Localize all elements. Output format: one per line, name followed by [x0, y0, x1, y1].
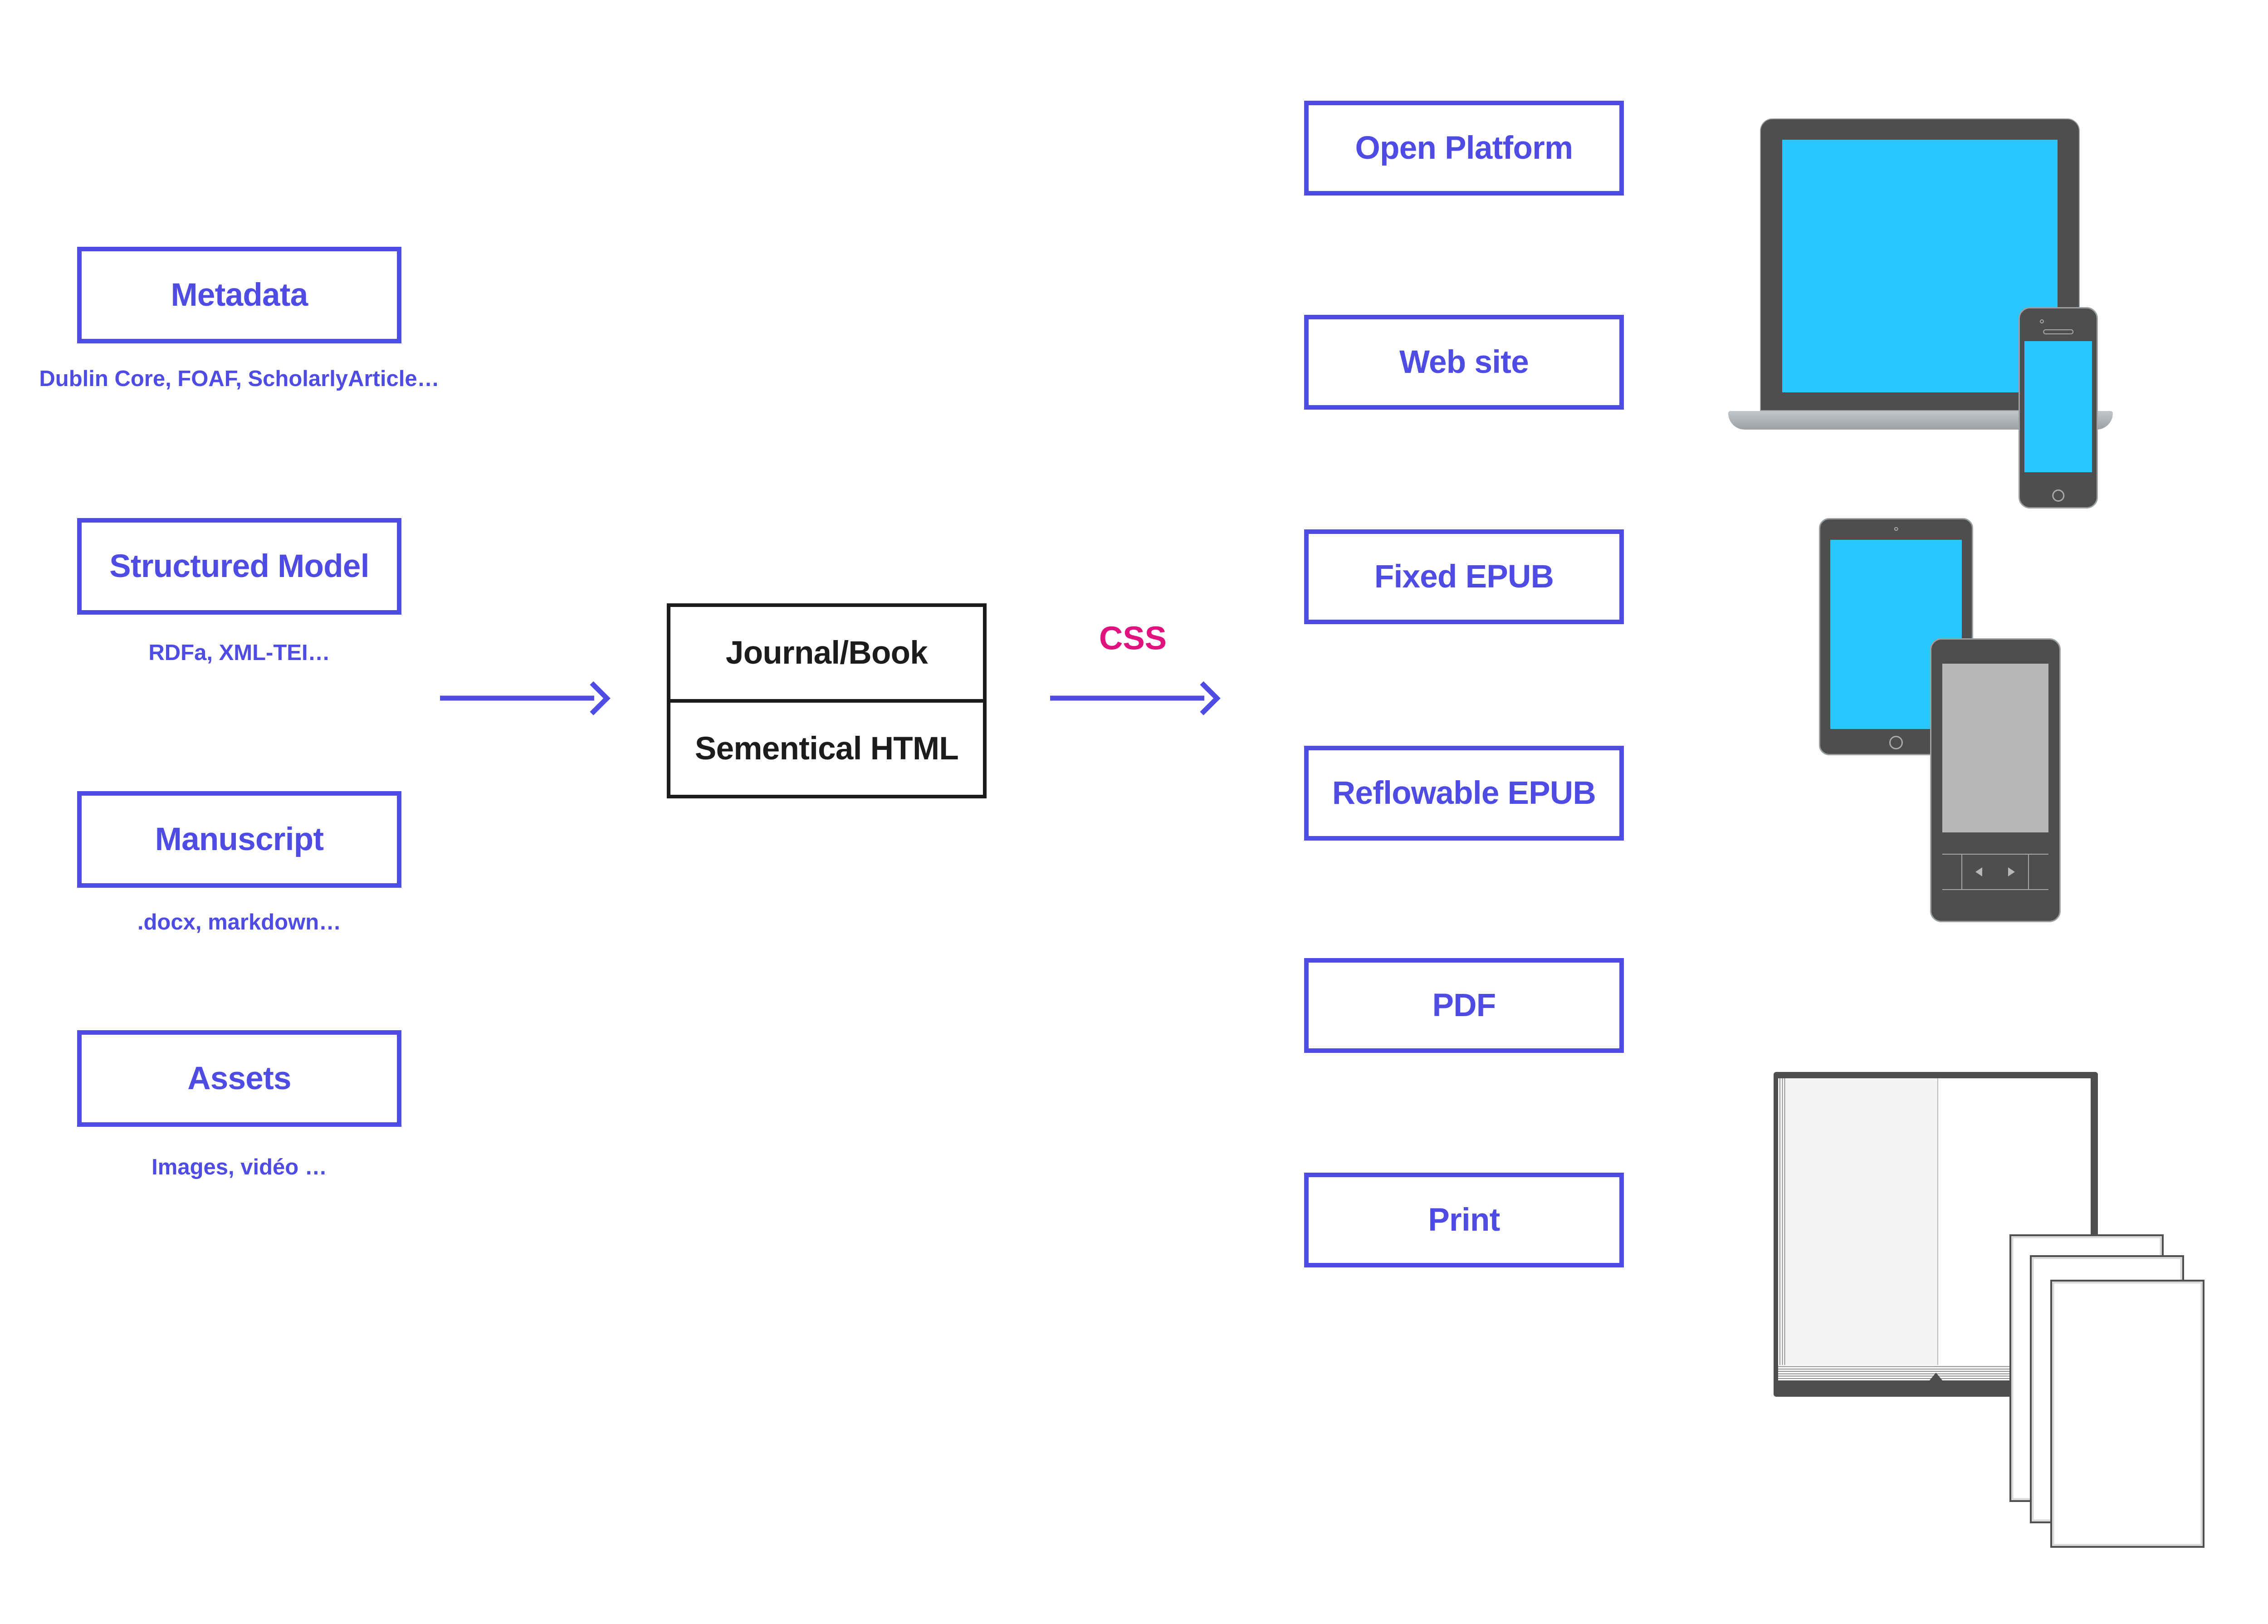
phone-speaker-icon: [2043, 329, 2074, 334]
ereader-screen: [1942, 663, 2048, 832]
output-box-reflowable-epub: Reflowable EPUB: [1304, 745, 1624, 841]
source-label: Metadata: [171, 277, 308, 313]
arrow-line: [440, 695, 594, 701]
pivot-box: Journal/Book Sementical HTML: [667, 603, 987, 798]
page-back-icon: [1975, 867, 1983, 876]
laptop-illustration: [1760, 118, 2080, 411]
book-spine-notch: [1924, 1372, 1947, 1386]
output-label: Print: [1428, 1202, 1500, 1238]
source-box-manuscript: Manuscript: [77, 791, 401, 888]
source-caption-assets: Images, vidéo …: [152, 1155, 327, 1180]
arrow-pivot-to-outputs: [1050, 669, 1220, 728]
page-forward-icon: [2008, 867, 2015, 876]
ereader-illustration: [1930, 638, 2061, 923]
output-box-fixed-epub: Fixed EPUB: [1304, 529, 1624, 624]
output-label: Open Platform: [1355, 130, 1574, 166]
output-label: PDF: [1432, 988, 1496, 1024]
output-box-print: Print: [1304, 1172, 1624, 1267]
ereader-button-right: [2028, 854, 2048, 890]
source-box-structured-model: Structured Model: [77, 518, 401, 615]
tablet-home-button-icon: [1889, 735, 1903, 749]
output-box-pdf: PDF: [1304, 958, 1624, 1053]
source-box-assets: Assets: [77, 1030, 401, 1127]
arrow-line: [1050, 695, 1204, 701]
ereader-page-buttons: [1962, 855, 2028, 890]
pivot-semantic-html: Sementical HTML: [670, 699, 983, 795]
book-left-page: [1785, 1078, 1938, 1365]
pivot-journal-book: Journal/Book: [725, 635, 928, 671]
arrow-sources-to-pivot: [440, 669, 610, 728]
output-box-open-platform: Open Platform: [1304, 100, 1624, 196]
book-page-stack-left: [1778, 1078, 1785, 1380]
output-label: Web site: [1399, 344, 1529, 381]
source-caption-metadata: Dublin Core, FOAF, ScholarlyArticle…: [39, 367, 440, 391]
output-box-web-site: Web site: [1304, 315, 1624, 410]
source-label: Structured Model: [109, 548, 369, 584]
phone-home-button-icon: [2052, 489, 2065, 502]
source-label: Assets: [187, 1060, 291, 1096]
source-box-metadata: Metadata: [77, 246, 401, 343]
tablet-camera-icon: [1894, 527, 1898, 531]
ereader-button-left: [1942, 854, 1963, 890]
phone-camera-icon: [2039, 319, 2044, 324]
output-label: Reflowable EPUB: [1332, 775, 1596, 811]
source-caption-structured-model: RDFa, XML-TEI…: [148, 640, 330, 665]
paper-sheet: [2050, 1280, 2204, 1548]
ereader-controls: [1942, 853, 2048, 890]
laptop-screen: [1782, 140, 2058, 393]
arrow-head-icon: [576, 681, 610, 715]
phone-screen: [2024, 341, 2092, 472]
source-caption-manuscript: .docx, markdown…: [137, 910, 342, 934]
output-label: Fixed EPUB: [1374, 558, 1554, 595]
css-transform-label: CSS: [1099, 620, 1167, 657]
smartphone-illustration: [2019, 307, 2098, 509]
arrow-head-icon: [1186, 681, 1220, 715]
source-label: Manuscript: [155, 821, 324, 857]
